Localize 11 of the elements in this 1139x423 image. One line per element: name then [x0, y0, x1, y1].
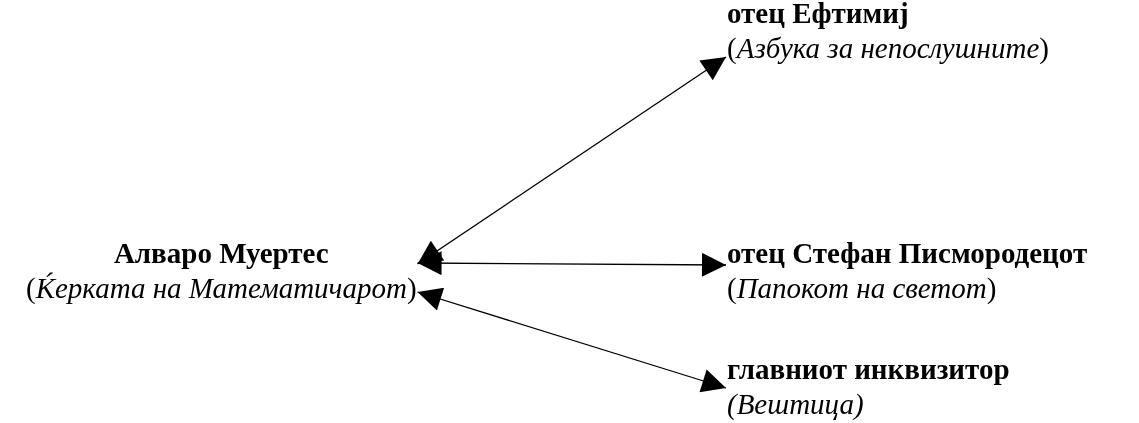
node-title: Алваро Муертес	[112, 236, 330, 271]
node-title: главниот инквизитор	[727, 352, 1010, 387]
node-subtitle: (Азбука за непослушните)	[727, 31, 1049, 66]
node-subtitle: (Вештица)	[727, 387, 865, 422]
node-title: отец Стефан Писмородецот	[727, 236, 1088, 271]
double-arrow	[416, 251, 727, 277]
node-title: отец Ефтимиј	[727, 0, 910, 31]
double-arrow	[416, 56, 727, 265]
node-subtitle: (Папокот на светот)	[727, 271, 998, 306]
node-subtitle: (Ќерката на Математичарот)	[26, 271, 417, 306]
double-arrow	[416, 287, 727, 393]
